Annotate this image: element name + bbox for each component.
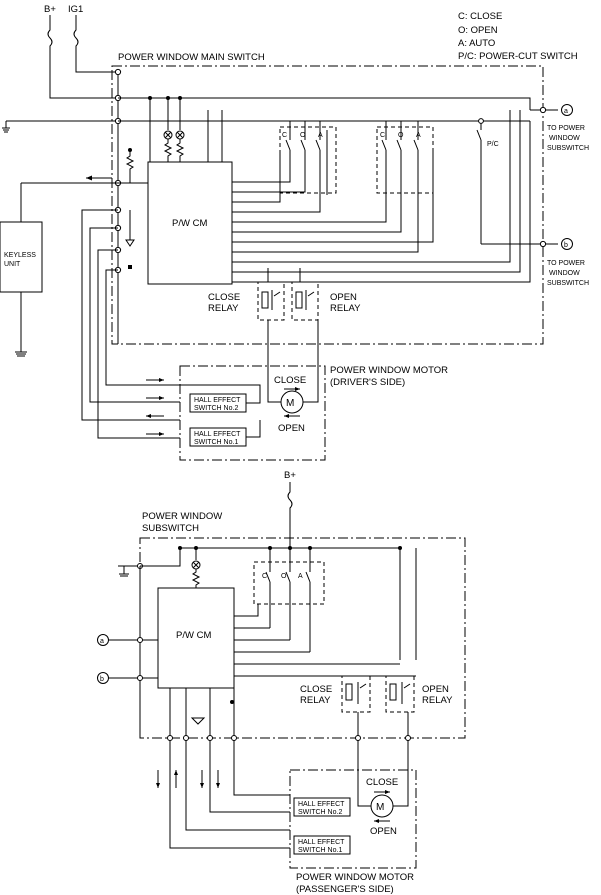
keyless-label-1: KEYLESS xyxy=(4,252,36,259)
main-pw-cm-label: P/W CM xyxy=(172,218,207,229)
main-open-relay-1: OPEN xyxy=(330,292,357,303)
passenger-motor: POWER WINDOW MOTOR (PASSENGER'S SIDE) M … xyxy=(289,769,417,895)
to-sub-a-2: WINDOW xyxy=(549,135,580,142)
driver-motor-m: M xyxy=(286,398,294,409)
legend-power-cut: P/C: POWER-CUT SWITCH xyxy=(458,51,578,62)
sub-switch-group: C O A xyxy=(253,548,325,652)
passenger-open: OPEN xyxy=(370,826,397,837)
label-ig1: IG1 xyxy=(68,4,83,15)
pc-label: P/C xyxy=(487,141,499,148)
sub-cm-outputs xyxy=(234,604,416,677)
legend-close: C: CLOSE xyxy=(458,11,502,22)
indicator-lamps xyxy=(163,98,185,162)
main-open-relay-2: RELAY xyxy=(330,303,361,314)
main-pw-cm xyxy=(147,161,233,285)
sub-sw-a-label: A xyxy=(298,573,303,580)
driver-motor-boundary xyxy=(179,365,326,461)
keyless-unit-box xyxy=(0,221,43,293)
ground-top-left xyxy=(2,120,118,133)
sub-conn-b-label: b xyxy=(100,676,104,683)
fuse-b-plus xyxy=(47,15,118,99)
fuse-ig1 xyxy=(73,15,118,73)
sub-pw-cm xyxy=(157,587,235,689)
sub-close-relay-1: CLOSE xyxy=(300,684,332,695)
main-left-wires xyxy=(81,209,180,439)
passenger-motor-m: M xyxy=(376,802,384,813)
driver-open: OPEN xyxy=(278,423,305,434)
sw2-c-label: C xyxy=(380,132,385,139)
subswitch-title-1: POWER WINDOW xyxy=(142,511,222,522)
legend-open: O: OPEN xyxy=(458,25,498,36)
keyless-label-2: UNIT xyxy=(4,261,21,268)
main-close-relay-2: RELAY xyxy=(208,303,239,314)
driver-motor-title-1: POWER WINDOW MOTOR xyxy=(330,365,448,376)
passenger-motor-title-2: (PASSENGER'S SIDE) xyxy=(296,884,394,895)
subswitch-frame: POWER WINDOW SUBSWITCH xyxy=(139,511,466,739)
main-relays: CLOSE RELAY OPEN RELAY xyxy=(208,268,361,370)
label-b-plus-sub: B+ xyxy=(284,470,296,481)
passenger-motor-title-1: POWER WINDOW MOTOR xyxy=(296,872,414,883)
driver-hall1-2: SWITCH No.1 xyxy=(194,439,238,446)
sw1-o-label: O xyxy=(300,132,306,139)
legend: C: CLOSE O: OPEN A: AUTO P/C: POWER-CUT … xyxy=(458,11,578,62)
driver-hall2-1: HALL EFFECT xyxy=(194,397,241,404)
to-sub-a-3: SUBSWITCH xyxy=(547,145,589,152)
passenger-hall2-2: SWITCH No.2 xyxy=(298,809,342,816)
sub-sw-o-label: O xyxy=(281,573,287,580)
main-switch-group-1: C O A xyxy=(279,121,337,195)
main-switch-group-2: C O A xyxy=(376,121,434,194)
conn-a-label: a xyxy=(564,108,568,115)
resistor-left xyxy=(118,148,148,184)
driver-hall1-1: HALL EFFECT xyxy=(194,431,241,438)
main-close-relay-1: CLOSE xyxy=(208,292,240,303)
to-sub-b-3: SUBSWITCH xyxy=(547,280,589,287)
passenger-motor-boundary xyxy=(289,769,417,869)
main-cm-outputs xyxy=(207,110,531,283)
passenger-hall2-1: HALL EFFECT xyxy=(298,801,345,808)
sub-pw-cm-label: P/W CM xyxy=(176,630,211,641)
main-switch-boundary xyxy=(111,65,544,345)
driver-hall2-2: SWITCH No.2 xyxy=(194,405,238,412)
sub-close-relay-2: RELAY xyxy=(300,695,331,706)
sub-lower-wires xyxy=(156,688,411,849)
main-switch-title: POWER WINDOW MAIN SWITCH xyxy=(118,52,265,63)
main-switch-frame: POWER WINDOW MAIN SWITCH xyxy=(111,52,544,345)
label-b-plus: B+ xyxy=(44,4,56,15)
connectors-sub: a b xyxy=(97,634,158,684)
passenger-close: CLOSE xyxy=(366,777,398,788)
to-sub-b-2: WINDOW xyxy=(549,270,580,277)
subswitch-boundary xyxy=(139,537,466,739)
passenger-hall1-2: SWITCH No.1 xyxy=(298,847,342,854)
driver-close: CLOSE xyxy=(274,375,306,386)
sub-lamp xyxy=(191,548,201,592)
sub-conn-a-label: a xyxy=(100,638,104,645)
subswitch-title-2: SUBSWITCH xyxy=(142,523,199,534)
driver-motor-title-2: (DRIVER'S SIDE) xyxy=(330,377,405,388)
conn-b-label: b xyxy=(564,242,568,249)
supply-top: B+ IG1 xyxy=(44,4,118,99)
sub-open-relay-1: OPEN xyxy=(422,684,449,695)
keyless-unit: KEYLESS UNIT xyxy=(0,182,118,357)
sw1-c-label: C xyxy=(282,132,287,139)
sub-sw-c-label: C xyxy=(262,573,267,580)
connectors-main: a TO POWER WINDOW SUBSWITCH b TO POWER W… xyxy=(481,104,589,287)
to-sub-a-1: TO POWER xyxy=(547,125,585,132)
passenger-hall1-1: HALL EFFECT xyxy=(298,839,345,846)
power-cut-switch: P/C xyxy=(476,118,499,244)
sub-relays: CLOSE RELAY OPEN RELAY xyxy=(300,675,453,770)
legend-auto: A: AUTO xyxy=(458,38,495,49)
driver-motor: POWER WINDOW MOTOR (DRIVER'S SIDE) M CLO… xyxy=(146,365,448,461)
sub-open-relay-2: RELAY xyxy=(422,695,453,706)
to-sub-b-1: TO POWER xyxy=(547,260,585,267)
